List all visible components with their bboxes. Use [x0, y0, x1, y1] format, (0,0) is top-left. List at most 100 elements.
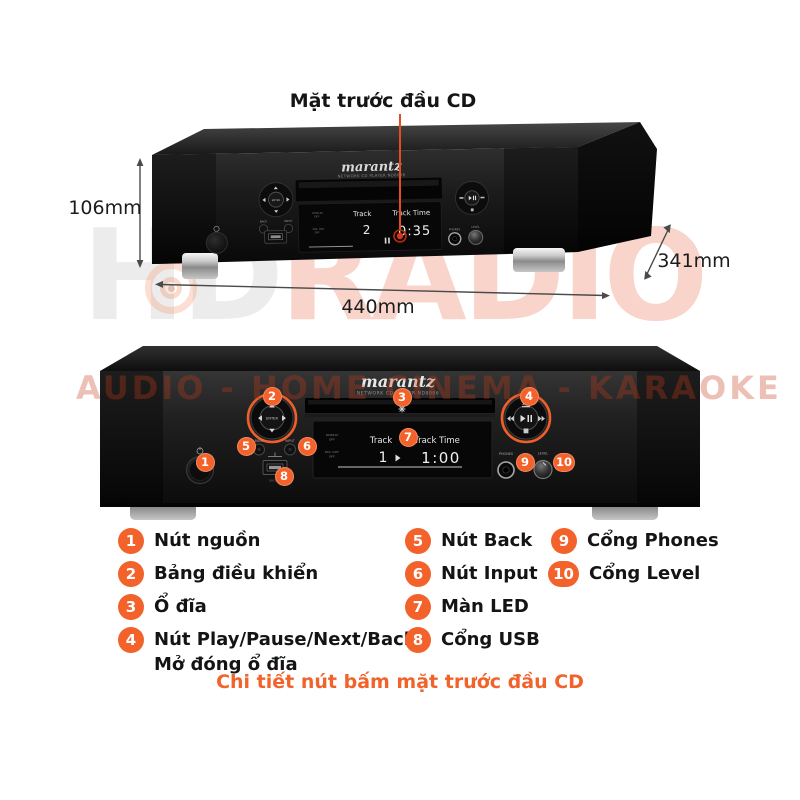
down-arrow-icon[interactable] — [274, 210, 279, 213]
track-time-value: 1:00 — [421, 449, 461, 467]
stop-icon[interactable] — [470, 208, 474, 212]
track-label: Track — [352, 210, 372, 218]
track-time-label: Track Time — [391, 209, 430, 218]
next-icon[interactable] — [480, 196, 485, 199]
led-display — [297, 201, 443, 253]
right-arrow-icon[interactable] — [282, 415, 286, 421]
right-arrow-icon[interactable] — [286, 197, 290, 202]
left-arrow-icon[interactable] — [258, 415, 262, 421]
top-device-right-foot — [513, 248, 565, 272]
legend-badge-10: 10 — [548, 561, 579, 587]
display-side-label: OFF — [329, 438, 335, 442]
arrowhead — [663, 224, 671, 234]
legend-item: 2 Bảng điều khiển — [118, 561, 318, 587]
legend-label: Nút nguồn — [154, 530, 261, 551]
track-time-label: Track Time — [413, 436, 460, 446]
legend-label: Bảng điều khiển — [154, 563, 319, 584]
up-arrow-icon[interactable] — [273, 186, 278, 190]
callout-badge-5: 5 — [236, 436, 256, 456]
prev-icon[interactable] — [510, 415, 515, 422]
phones-label: PHONES — [449, 227, 461, 231]
phones-hole — [502, 466, 510, 474]
progress-line — [308, 245, 353, 248]
callout-badge-3: 3 — [392, 387, 412, 407]
back-label: BACK — [255, 439, 265, 443]
bottom-caption: Chi tiết nút bấm mặt trước đầu CD — [216, 671, 584, 693]
legend-label: Ổ đĩa — [154, 596, 207, 617]
legend-badge-9: 9 — [551, 528, 577, 554]
legend-item: 7 Màn LED — [405, 594, 529, 620]
arrowhead — [602, 292, 610, 300]
up-arrow-icon[interactable] — [269, 403, 275, 408]
width-dimension-label: 440mm — [341, 296, 414, 318]
legend-badge-4: 4 — [118, 627, 144, 653]
callout-badge-9: 9 — [515, 452, 535, 472]
legend-badge-6: 6 — [405, 561, 431, 587]
level-knob[interactable] — [468, 229, 484, 245]
pause-icon — [384, 237, 387, 244]
width-arrow — [159, 283, 606, 297]
pause-icon — [388, 237, 390, 244]
legend-item: 4 Nút Play/Pause/Next/Back/Mở đóng ổ đĩa — [118, 627, 422, 677]
height-dimension-label: 106mm — [68, 197, 141, 219]
back-label: BACK — [260, 219, 268, 223]
pause-icon — [527, 415, 529, 422]
legend-item: 9 Cổng Phones — [551, 528, 719, 554]
down-arrow-icon[interactable] — [269, 428, 275, 433]
input-button[interactable] — [283, 223, 294, 234]
track-label: Track — [369, 436, 392, 446]
legend-label: Nút Back — [441, 530, 533, 551]
input-button-dot — [288, 447, 292, 452]
watermark-tagline: AUDIO - HOME CINEMA - KARAOKE — [76, 369, 782, 407]
legend-label: Nút Input — [441, 563, 538, 584]
play-pause-button[interactable] — [464, 190, 480, 206]
next-icon[interactable] — [538, 415, 542, 422]
display-side-label: OFF — [329, 455, 335, 459]
display-side-label: OFF — [314, 214, 320, 218]
top-device-left-wing — [152, 153, 216, 264]
top-device: marantz NETWORK CD PLAYER ND8006 DISPLAY… — [152, 122, 657, 279]
legend-label: Màn LED — [441, 596, 529, 617]
back-button-dot — [257, 447, 261, 452]
next-icon[interactable] — [541, 415, 546, 422]
prev-icon[interactable] — [459, 197, 464, 199]
enter-button[interactable] — [268, 191, 284, 208]
callout-badge-10: 10 — [553, 452, 575, 472]
disc-tray-slot — [298, 179, 439, 189]
display-side-label: DIG. OUT — [313, 227, 325, 231]
callout-badge-8: 8 — [274, 466, 294, 486]
stop-icon[interactable] — [523, 428, 529, 434]
display-side-label: OFF — [315, 230, 321, 234]
legend-badge-3: 3 — [118, 594, 144, 620]
pointer-ring — [393, 229, 407, 243]
front-device-lid — [100, 346, 700, 371]
dimension-arrows — [139, 164, 669, 297]
level-label: LEVEL — [538, 452, 548, 456]
front-device-right-wing — [637, 371, 700, 507]
legend-badge-8: 8 — [405, 627, 431, 653]
track-number: 2 — [363, 223, 371, 237]
prev-icon[interactable] — [507, 415, 511, 422]
play-pause-button[interactable] — [513, 405, 539, 431]
left-arrow-icon[interactable] — [262, 197, 266, 203]
enter-label: ENTER — [266, 417, 278, 421]
top-device-lid — [152, 122, 640, 155]
brand-logo: marantz — [341, 159, 402, 175]
callout-badge-6: 6 — [297, 436, 317, 456]
arrowhead — [644, 270, 652, 280]
usb-tongue — [269, 465, 281, 470]
power-button[interactable] — [205, 231, 228, 254]
pause-icon — [472, 195, 475, 201]
usb-tongue — [270, 235, 281, 239]
legend-label-line2: Mở đóng ổ đĩa — [154, 654, 298, 675]
play-icon — [468, 195, 472, 201]
display-side-label: DIG. OUT — [325, 450, 339, 454]
phones-label: PHONES — [499, 452, 513, 456]
legend-badge-5: 5 — [405, 528, 431, 554]
legend-label: Cổng USB — [441, 629, 540, 650]
legend-badge-7: 7 — [405, 594, 431, 620]
legend-label: Cổng Level — [589, 563, 701, 584]
usb-icon — [268, 452, 282, 457]
level-knob[interactable] — [533, 459, 553, 480]
